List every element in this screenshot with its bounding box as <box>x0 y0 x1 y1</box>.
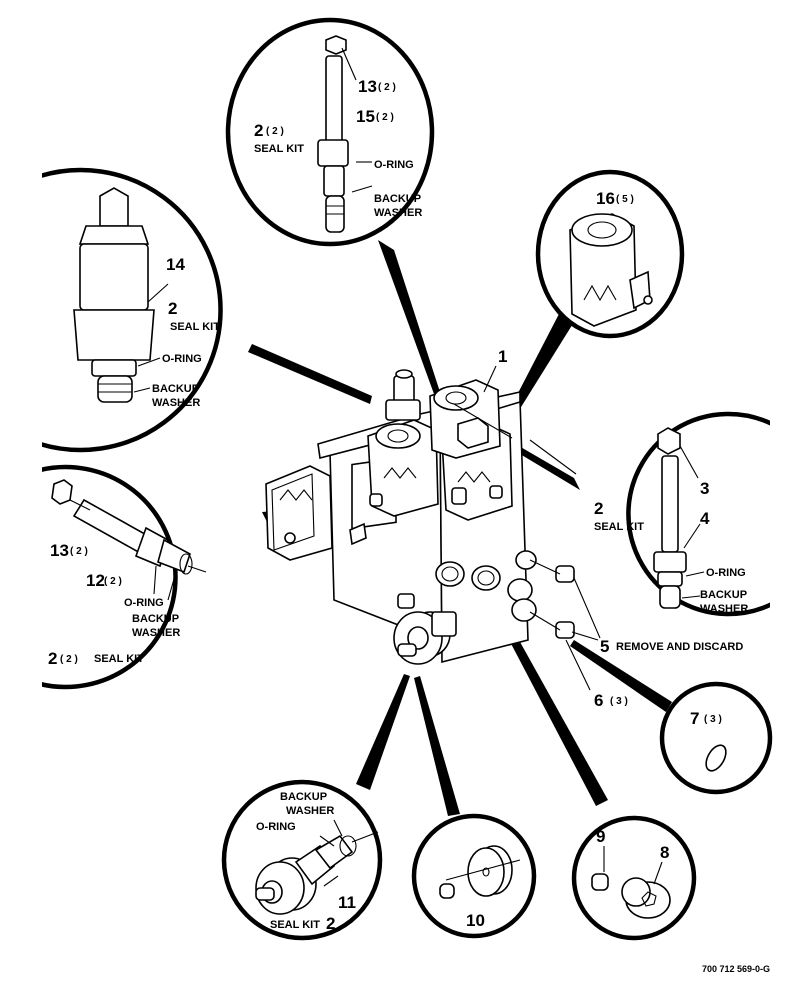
seal-kit-right: SEAL KIT <box>594 521 644 533</box>
callout-4: 4 <box>700 509 710 528</box>
callout-13-top-qty: ( 2 ) <box>378 82 396 93</box>
callout-2-top-qty: ( 2 ) <box>266 126 284 137</box>
callout-5: 5 <box>600 637 609 656</box>
callout-1: 1 <box>498 347 507 366</box>
callout-2-left-mid: 2 <box>48 649 57 668</box>
callout-6: 6 <box>594 691 603 710</box>
o-ring-top: O-RING <box>374 159 414 171</box>
o-ring-left-large: O-RING <box>162 353 202 365</box>
o-ring-check: O-RING <box>256 821 296 833</box>
callout-16-qty: ( 5 ) <box>616 194 634 205</box>
bubble-right: 3 4 2 SEAL KIT O-RING BACKUP WASHER <box>594 411 784 617</box>
callout-10: 10 <box>466 911 485 930</box>
backup-right: BACKUP <box>700 589 747 601</box>
bubble-top: 13 ( 2 ) 15 ( 2 ) 2 ( 2 ) SEAL KIT O-RIN… <box>225 17 435 247</box>
figure-number: 700 712 569-0-G <box>702 964 770 974</box>
backup-check: BACKUP <box>280 791 327 803</box>
callout-16: 16 <box>596 189 615 208</box>
seal-kit-left-mid: SEAL KIT <box>94 653 144 665</box>
washer-top: WASHER <box>374 207 422 219</box>
callout-15-qty: ( 2 ) <box>376 112 394 123</box>
bubble-o-ring: 7 ( 3 ) <box>659 681 773 795</box>
main-callouts: 1 5 REMOVE AND DISCARD 6 ( 3 ) <box>483 347 743 710</box>
callout-3: 3 <box>700 479 709 498</box>
o-ring-right: O-RING <box>706 567 746 579</box>
callout-2-check: 2 <box>326 914 335 933</box>
bubble-disc: 10 <box>411 813 537 939</box>
callout-13-left-qty: ( 2 ) <box>70 546 88 557</box>
washer-check: WASHER <box>286 805 334 817</box>
callout-13-left: 13 <box>50 541 69 560</box>
callout-2-top: 2 <box>254 121 263 140</box>
callout-2-left-large: 2 <box>168 299 177 318</box>
callout-15: 15 <box>356 107 375 126</box>
bubble-check-valve: BACKUP WASHER O-RING 11 SEAL KIT 2 <box>221 779 383 941</box>
seal-kit-top: SEAL KIT <box>254 143 304 155</box>
washer-left-mid: WASHER <box>132 627 180 639</box>
bubble-plug: 9 8 <box>571 815 697 941</box>
callout-7-qty: ( 3 ) <box>704 714 722 725</box>
bubble-coil: 16 ( 5 ) <box>535 169 685 339</box>
backup-left-large: BACKUP <box>152 383 199 395</box>
seal-kit-left-large: SEAL KIT <box>170 321 220 333</box>
washer-left-large: WASHER <box>152 397 200 409</box>
valve-block-assembly <box>265 369 577 665</box>
callout-8: 8 <box>660 843 669 862</box>
o-ring-left-mid: O-RING <box>124 597 164 609</box>
backup-left-mid: BACKUP <box>132 613 179 625</box>
backup-top: BACKUP <box>374 193 421 205</box>
callout-6-qty: ( 3 ) <box>610 696 628 707</box>
callout-9: 9 <box>596 827 605 846</box>
callout-11: 11 <box>338 893 356 912</box>
seal-kit-check: SEAL KIT <box>270 919 320 931</box>
callout-2-right: 2 <box>594 499 603 518</box>
bubble-left-large: 14 2 SEAL KIT O-RING BACKUP WASHER <box>28 160 223 460</box>
callout-2-left-mid-qty: ( 2 ) <box>60 654 78 665</box>
bubble-left-mid: 13 ( 2 ) 12 ( 2 ) O-RING BACKUP WASHER 2… <box>28 462 207 692</box>
callout-12-qty: ( 2 ) <box>104 576 122 587</box>
callout-5-note: REMOVE AND DISCARD <box>616 641 743 653</box>
callout-7: 7 <box>690 709 699 728</box>
callout-13-top: 13 <box>358 77 377 96</box>
washer-right: WASHER <box>700 603 748 615</box>
callout-12: 12 <box>86 571 105 590</box>
callout-14: 14 <box>166 255 185 274</box>
